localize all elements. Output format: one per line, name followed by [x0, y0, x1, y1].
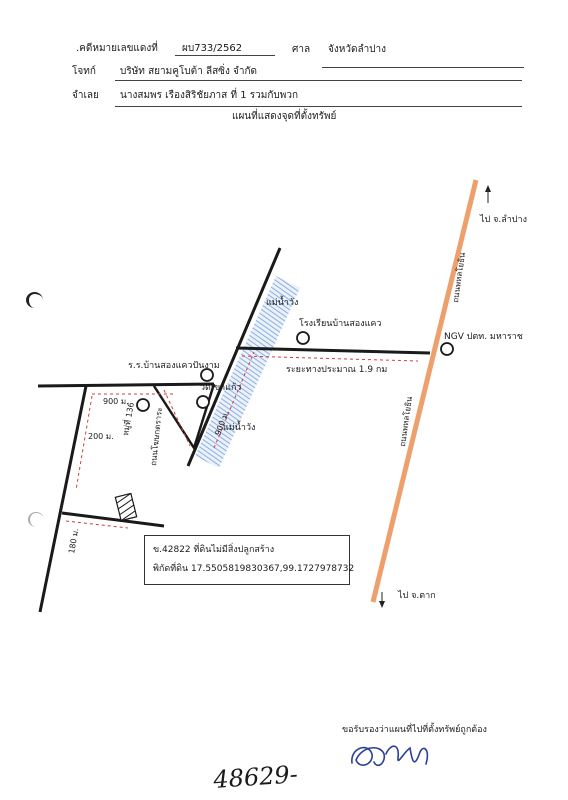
- handwritten-number-text: 48629-: [211, 760, 298, 794]
- court-value: จังหวัดลำปาง: [328, 44, 387, 55]
- divider: [322, 67, 524, 68]
- school-2-label: ร.ร.บ้านสองแควปันงาม: [128, 360, 220, 371]
- distance-line-ngv: [241, 355, 419, 362]
- distance-line-180: [65, 520, 129, 529]
- school-label: โรงเรียนบ้านสองแคว: [299, 318, 382, 329]
- distance-line-900: [213, 351, 255, 449]
- ngv-marker-icon: [440, 342, 454, 356]
- south-direction-label: ไป จ.ตาก: [397, 590, 436, 601]
- distance-line-200: [75, 395, 93, 491]
- south-arrow-head: [379, 601, 385, 608]
- property-coordinates-text: พิกัดที่ดิน 17.5505819830367,99.17279787…: [153, 564, 355, 574]
- property-deed-text: ข.42822 ที่ดินไม่มีสิ่งปลูกสร้าง: [153, 545, 275, 555]
- school-2-marker-icon: [200, 368, 214, 382]
- punch-hole-mark: [26, 292, 43, 308]
- moo-marker-icon: [136, 398, 150, 412]
- divider: [115, 106, 522, 107]
- defendant-label: จำเลย: [72, 90, 99, 101]
- property-info-box: ข.42822 ที่ดินไม่มีสิ่งปลูกสร้าง พิกัดที…: [144, 535, 355, 585]
- river-label-upper: แม่น้ำวัง: [266, 295, 298, 308]
- court-label: ศาล: [292, 44, 311, 55]
- defendant-value: นางสมพร เรืองสิริชัยภาส ที่ 1 รวมกับพวก: [120, 90, 299, 101]
- divider: [175, 55, 275, 56]
- plaintiff-label: โจทก์: [72, 66, 96, 77]
- map-title: แผนที่แสดงจุดที่ตั้งทรัพย์: [232, 111, 337, 122]
- north-direction-label: ไป จ.ลำปาง: [479, 214, 527, 225]
- ngv-label: NGV ปตท. มหาราช: [444, 332, 523, 342]
- soi-road: [61, 511, 165, 528]
- case-number-value: ผบ733/2562: [182, 43, 243, 54]
- school-marker-icon: [296, 331, 310, 345]
- case-number-label: .คดีหมายเลขแดงที่: [76, 43, 158, 54]
- punch-hole-mark: [28, 512, 44, 527]
- east-west-road: [37, 382, 215, 388]
- plaintiff-value: บริษัท สยามคูโบต้า ลีสซิ่ง จำกัด: [120, 66, 258, 77]
- north-arrow-head: [485, 185, 491, 192]
- river-label-lower: แม่น้ำวัง: [223, 420, 255, 433]
- river-area: [195, 276, 300, 468]
- distance-180-label: 180 ม.: [67, 528, 80, 555]
- western-road: [38, 385, 88, 613]
- certification-note: ขอรับรองว่าแผนที่ไปที่ตั้งทรัพย์ถูกต้อง: [342, 725, 487, 735]
- divider: [115, 80, 522, 81]
- distance-900-label: 900 ม.: [103, 397, 129, 406]
- land-plot-marker: [114, 492, 138, 522]
- distance-line-v: [163, 389, 191, 447]
- distance-label: ระยะทางประมาณ 1.9 กม: [286, 365, 387, 375]
- distance-200-label: 200 ม.: [88, 432, 114, 441]
- main-diagonal-road: [186, 247, 282, 467]
- temple-marker-icon: [196, 395, 210, 409]
- road-to-ngv: [235, 346, 431, 355]
- temple-label: วัดเขาแก้ว: [200, 382, 241, 393]
- highway-road: [370, 179, 479, 603]
